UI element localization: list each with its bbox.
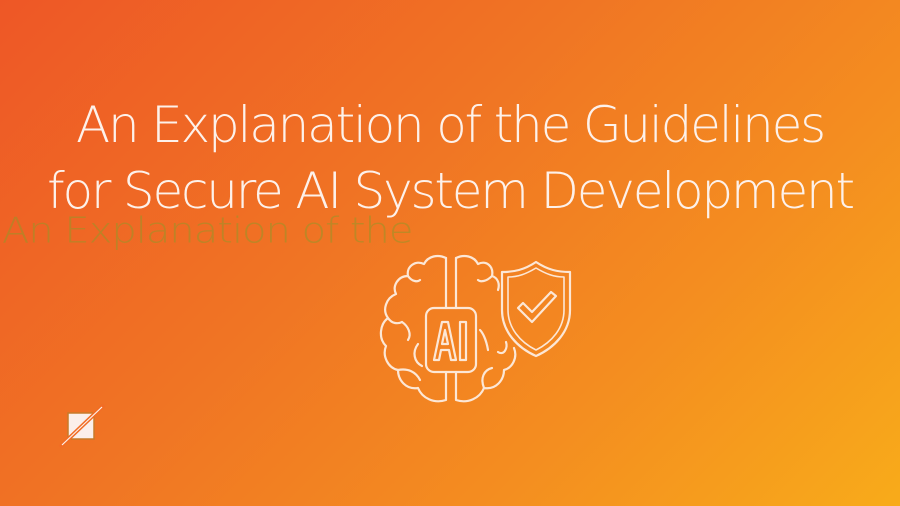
ghost-text-artifact: An Explanation of the (2, 210, 413, 252)
ai-brain-shield-icon (368, 252, 578, 414)
page-title: An Explanation of the Guidelines for Sec… (0, 92, 900, 224)
brand-logo-icon (58, 403, 108, 449)
title-line-1: An Explanation of the Guidelines (76, 96, 826, 154)
title-line-2: for Secure AI System Development (47, 162, 855, 220)
